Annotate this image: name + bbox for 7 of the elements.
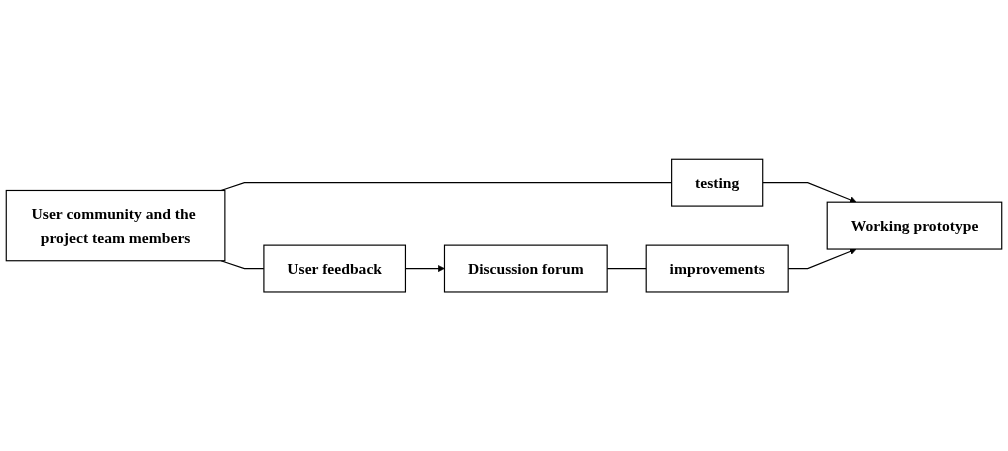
node-box: testing <box>671 158 764 207</box>
arrow <box>762 181 857 203</box>
node-box: improvements <box>645 244 789 293</box>
node-box: User feedback <box>263 244 407 293</box>
node-box: Discussion forum <box>443 244 608 293</box>
node-box: User community and the project team members <box>5 189 226 262</box>
node-box: Working prototype <box>826 201 1003 250</box>
